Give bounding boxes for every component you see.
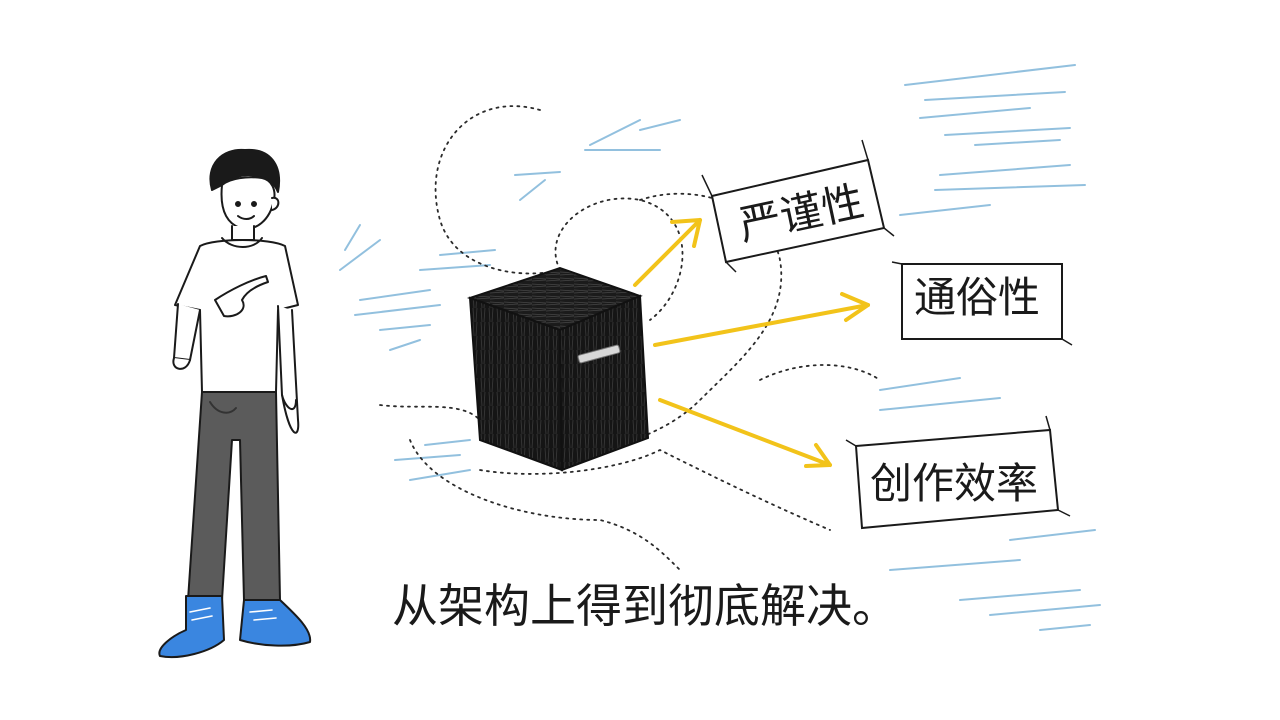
label-box-accessibility: 通俗性: [891, 261, 1073, 346]
right-arm: [277, 305, 300, 434]
left-arm: [173, 303, 201, 361]
label-accessibility: 通俗性: [914, 273, 1040, 322]
dotted-swirl-lines: [379, 105, 881, 571]
right-shoe: [239, 599, 312, 647]
cube-slot: [577, 344, 621, 364]
label-box-efficiency: 创作效率: [845, 415, 1071, 530]
arrow-to-accessibility: [653, 303, 870, 347]
caption: 从架构上得到彻底解决。: [392, 579, 898, 633]
person-figure: [158, 148, 312, 658]
head: [220, 176, 276, 230]
pants: [187, 391, 281, 601]
pointing-hand: [214, 275, 269, 318]
yellow-arrows: [633, 218, 870, 468]
blue-sketch-strokes-right: [879, 64, 1101, 631]
arrow-to-rigor: [633, 218, 702, 287]
blue-sketch-strokes-left: [339, 119, 681, 481]
left-shoe: [158, 595, 225, 658]
label-efficiency: 创作效率: [870, 459, 1038, 508]
arrow-to-efficiency: [658, 398, 832, 467]
label-box-rigor: 严谨性: [701, 139, 895, 273]
hair: [209, 148, 281, 193]
black-cube: [466, 266, 650, 472]
